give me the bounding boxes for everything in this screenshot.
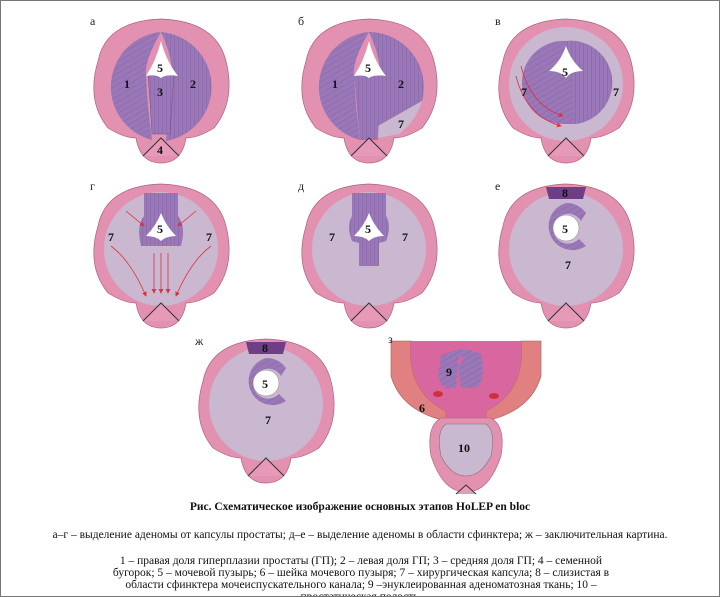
panel-e: 8 5 7 е [491,179,641,331]
right-lobe [110,32,161,140]
panel-a-diagram: 1 5 2 3 4 [93,18,230,164]
panel-d: 5 7 7 д [294,179,444,331]
panel-v-diagram: 5 7 7 [498,18,635,164]
structure-number-label: 1 [332,77,338,91]
structure-number-label: 2 [398,77,404,91]
panel-z-diagram: 9 6 10 [390,340,542,495]
panel-a: 1 5 2 3 4 а [86,14,236,166]
structure-number-label: 5 [365,222,371,236]
panel-d-diagram: 5 7 7 [301,183,438,329]
panel-v: 5 7 7 в [491,14,641,166]
panel-g: 5 7 7 г [86,179,236,331]
structure-number-label: 1 [124,77,130,91]
figure-caption-legend: 1 – правая доля гиперплазии простаты (ГП… [112,555,610,597]
structure-number-label: 9 [446,365,452,379]
panel-zh-diagram: 8 5 7 [198,338,335,484]
figure-caption-stages: а–г – выделение аденомы от капсулы прост… [52,529,668,541]
panel-b: 1 5 2 7 б [294,14,444,166]
structure-number-label: 5 [262,377,268,391]
panel-label: а [90,14,96,28]
bladder-lumen [146,41,178,78]
structure-number-label: 7 [398,117,404,131]
structure-number-label: 7 [329,230,335,244]
panel-label: в [495,14,501,28]
structure-number-label: 2 [190,77,196,91]
structure-number-label: 7 [521,85,527,99]
panel-label: з [388,332,393,346]
sphincter-mucosa [546,187,586,199]
figure-caption-title: Рис. Схематическое изображение основных … [189,501,531,513]
structure-number-label: 10 [458,441,470,455]
structure-number-label: 7 [613,85,619,99]
arrows [110,210,212,297]
capsule [378,101,422,138]
panel-zh: 8 5 7 ж [191,334,341,486]
panel-label: д [298,179,305,193]
prostatic-cavity [439,423,493,477]
panel-label: е [495,179,501,193]
panel-z: 9 6 10 з [386,332,546,496]
structure-number-label: 5 [562,222,568,236]
structure-number-label: 7 [206,230,212,244]
structure-number-label: 7 [402,230,408,244]
structure-number-label: 5 [562,65,568,79]
structure-number-label: 3 [157,85,163,99]
panel-label: г [90,179,95,193]
left-lobe [161,32,212,141]
structure-number-label: 5 [365,61,371,75]
veru-notch [142,137,180,157]
structure-number-label: 6 [419,401,425,415]
panel-b-diagram: 1 5 2 7 [301,18,438,164]
enucleated-tissue [438,349,483,389]
structure-number-label: 7 [565,258,571,272]
panel-g-diagram: 5 7 7 [93,183,230,329]
structure-number-label: 4 [157,143,163,157]
structure-number-label: 5 [157,222,163,236]
panel-e-diagram: 8 5 7 [498,183,635,329]
structure-number-label: 7 [265,413,271,427]
panel-label: ж [195,334,204,348]
structure-number-label: 8 [562,186,568,200]
structure-number-label: 5 [157,61,163,75]
middle-lobe [147,71,175,135]
panel-label: б [298,14,305,28]
structure-number-label: 8 [262,341,268,355]
structure-number-label: 7 [108,230,114,244]
